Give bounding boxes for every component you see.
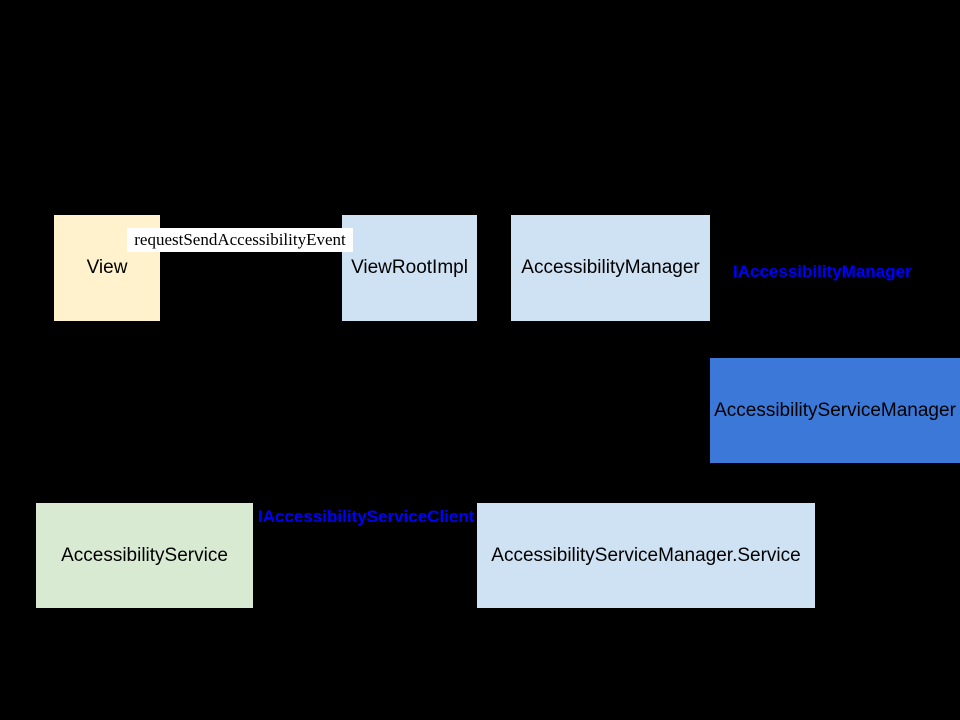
method-label-request-send-accessibility-event: requestSendAccessibilityEvent xyxy=(127,228,353,252)
node-accessibility-manager-label: AccessibilityManager xyxy=(521,257,700,279)
interface-label-iaccessibilitymanager: IAccessibilityManager xyxy=(733,262,912,281)
node-accessibility-service-manager-service: AccessibilityServiceManager.Service xyxy=(477,503,815,608)
method-label-text: requestSendAccessibilityEvent xyxy=(134,230,346,249)
node-accessibility-service-manager-label: AccessibilityServiceManager xyxy=(714,399,956,421)
node-accessibility-service-label: AccessibilityService xyxy=(61,544,228,566)
node-view-root-impl: ViewRootImpl xyxy=(342,215,477,321)
node-accessibility-service: AccessibilityService xyxy=(36,503,253,608)
interface-label-iaccessibilityserviceclient: IAccessibilityServiceClient xyxy=(258,507,475,526)
node-view-root-impl-label: ViewRootImpl xyxy=(351,257,468,279)
node-accessibility-manager: AccessibilityManager xyxy=(511,215,710,321)
node-accessibility-service-manager: AccessibilityServiceManager xyxy=(710,358,960,463)
node-view-label: View xyxy=(86,257,128,279)
node-accessibility-service-manager-service-label: AccessibilityServiceManager.Service xyxy=(491,544,801,566)
